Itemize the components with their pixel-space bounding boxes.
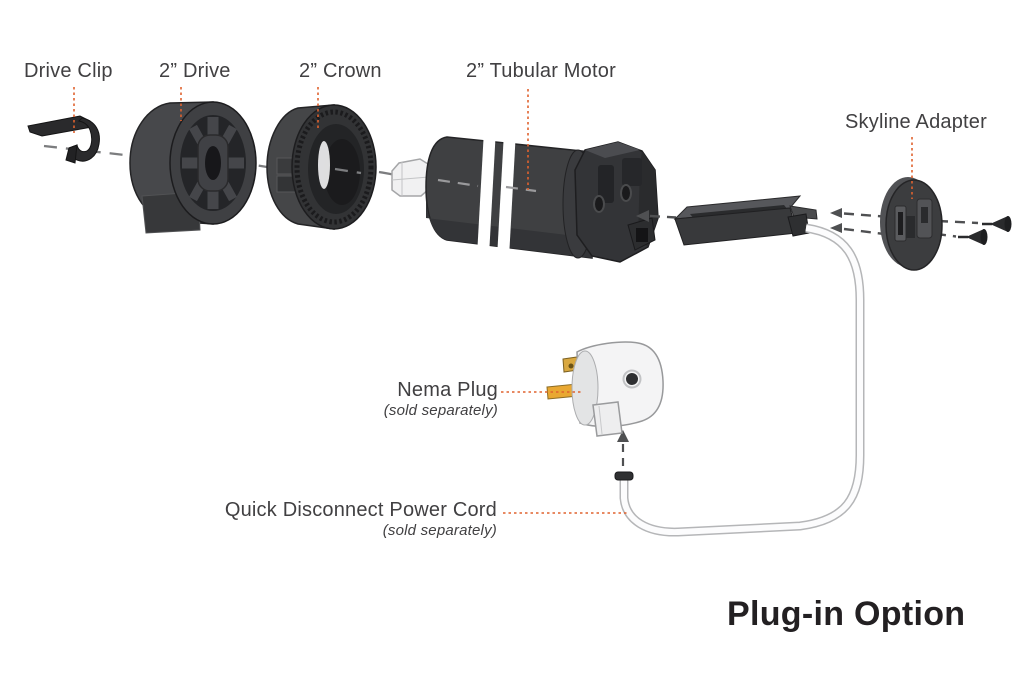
cord-to-plug-arrow	[617, 430, 629, 468]
label-drive-clip: Drive Clip	[24, 60, 113, 82]
motor-head-part	[562, 141, 659, 263]
label-nema-plug: Nema Plug (sold separately)	[330, 379, 498, 420]
figure-title: Plug-in Option	[727, 595, 966, 633]
label-leader-lines	[73, 87, 913, 514]
label-skyline-adapter: Skyline Adapter	[845, 111, 987, 133]
label-power-cord-note: (sold separately)	[382, 522, 497, 539]
label-nema-plug-text: Nema Plug	[397, 379, 498, 401]
skyline-adapter-part	[880, 177, 943, 271]
crown-ring-part	[266, 104, 377, 230]
adapter-arrowheads	[830, 208, 842, 233]
drive-clip-part	[27, 115, 100, 164]
mounting-screws-part	[958, 216, 1012, 245]
label-drive: 2” Drive	[159, 60, 231, 82]
label-crown: 2” Crown	[299, 60, 382, 82]
power-cord-part	[614, 223, 865, 537]
motor-shaft-part	[391, 158, 430, 197]
connector-assembly-arrow	[636, 210, 677, 222]
label-tubular-motor: 2” Tubular Motor	[466, 60, 616, 82]
label-nema-plug-note: (sold separately)	[383, 402, 498, 419]
drive-wheel-part	[129, 101, 257, 234]
label-power-cord-text: Quick Disconnect Power Cord	[224, 499, 497, 521]
nema-plug-part	[546, 341, 664, 437]
tubular-motor-body-part	[425, 128, 593, 259]
cord-connector-part	[673, 195, 818, 246]
label-power-cord: Quick Disconnect Power Cord (sold separa…	[155, 499, 497, 540]
